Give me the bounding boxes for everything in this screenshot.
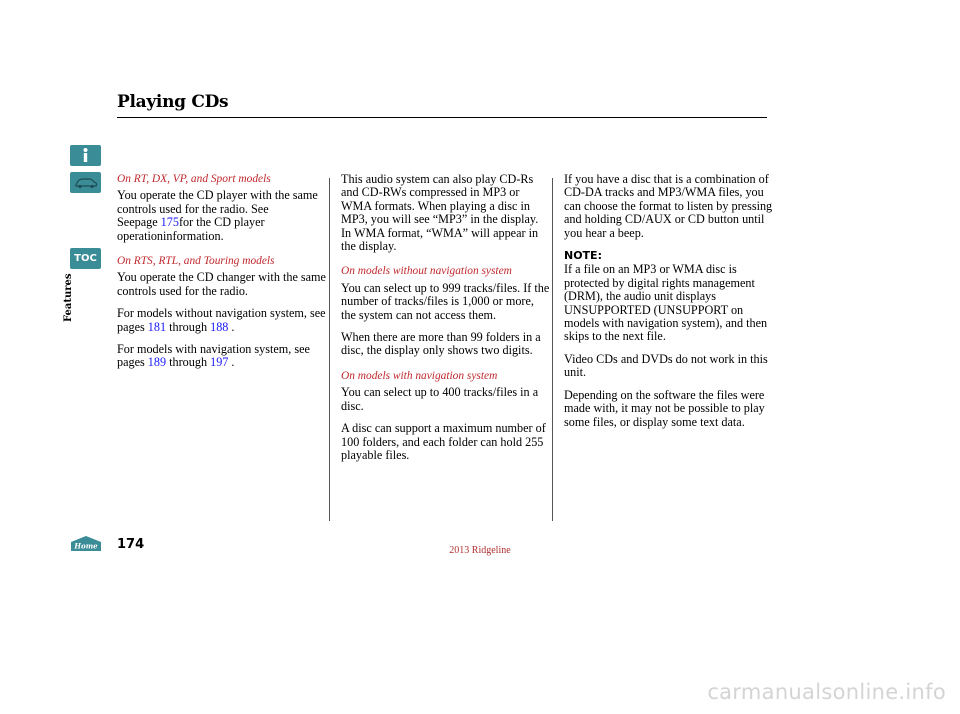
model-subheading: On models with navigation system (341, 369, 498, 382)
column-2: This audio system can also play CD-Rs an… (341, 172, 551, 471)
paragraph: Depending on the software the files were… (564, 387, 765, 429)
paragraph: For models without navigation system, se… (117, 306, 326, 334)
section-label: Features (63, 273, 74, 322)
column-1: On RT, DX, VP, and Sport models You oper… (117, 173, 327, 379)
model-subheading: On RTS, RTL, and Touring models (117, 255, 275, 268)
paragraph: You can select up to 400 tracks/files in… (341, 385, 539, 413)
paragraph: If a file on an MP3 or WMA disc is prote… (564, 262, 768, 344)
page-number: 174 (117, 537, 145, 552)
title-rule (117, 117, 767, 118)
page-link[interactable]: 189 (147, 355, 167, 370)
paragraph: Video CDs and DVDs do not work in this u… (564, 351, 768, 380)
info-icon[interactable] (70, 145, 101, 166)
car-icon[interactable] (70, 172, 101, 193)
footer-model: 2013 Ridgeline (449, 545, 511, 556)
model-subheading: On RT, DX, VP, and Sport models (117, 173, 271, 185)
toc-label: TOC (74, 253, 97, 264)
page-link[interactable]: 181 (147, 319, 167, 334)
toc-icon[interactable]: TOC (70, 248, 101, 269)
model-subheading: On models without navigation system (341, 265, 512, 278)
paragraph: You operate the CD player with the same … (117, 188, 318, 243)
paragraph: If you have a disc that is a combination… (564, 172, 773, 240)
column-3: If you have a disc that is a combination… (564, 172, 774, 438)
page-title: Playing CDs (117, 92, 229, 112)
paragraph: For models with navigation system, see p… (117, 342, 310, 370)
paragraph: A disc can support a maximum number of 1… (341, 421, 546, 462)
page-link[interactable]: 197 (210, 355, 229, 370)
page-link[interactable]: 175 (160, 215, 179, 230)
column-divider (329, 178, 330, 521)
paragraph: When there are more than 99 folders in a… (341, 330, 541, 358)
page-link[interactable]: 188 (210, 319, 229, 334)
home-label: Home (73, 542, 98, 551)
note-label: NOTE: (564, 249, 602, 263)
paragraph: You can select up to 999 tracks/files. I… (341, 280, 550, 322)
paragraph: You operate the CD changer with the same… (117, 270, 326, 298)
column-divider (552, 178, 553, 521)
watermark: carmanualsonline.info (707, 680, 946, 704)
home-icon[interactable]: Home (70, 535, 102, 552)
paragraph: This audio system can also play CD-Rs an… (341, 172, 539, 254)
